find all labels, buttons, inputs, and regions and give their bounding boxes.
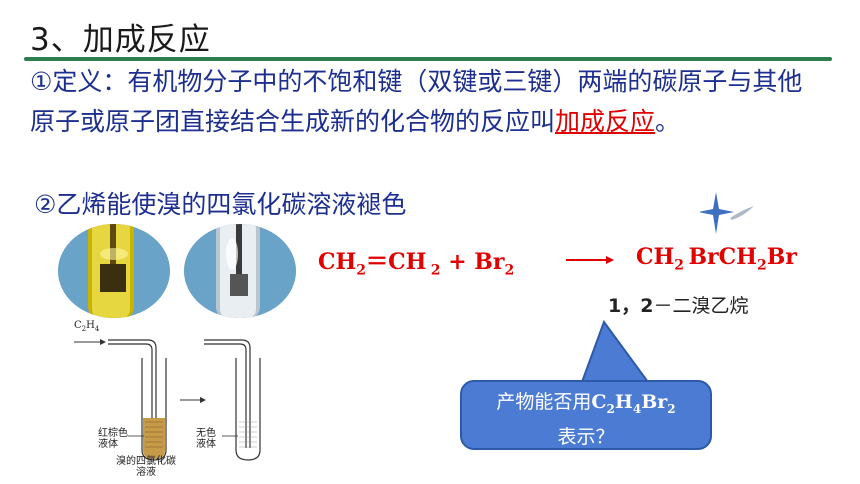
reactant-br2-base: Br: [474, 249, 505, 275]
reactant-ch2-b-base: CH: [388, 249, 427, 275]
reaction-arrow-icon: [566, 256, 614, 264]
product-part-3: Br: [766, 244, 797, 270]
product-name-rest: －二溴乙烷: [653, 295, 749, 317]
subpoint-text: ②乙烯能使溴的四氯化碳溶液褪色: [34, 190, 407, 219]
left-liquid-label: 红棕色液体: [98, 428, 128, 450]
gas-label-h-sub: 4: [94, 325, 100, 333]
left-label-line-2: 液体: [98, 439, 118, 450]
right-label-line-2: 液体: [196, 439, 216, 450]
reactant-ch2-b: CH 2: [388, 249, 441, 279]
gas-label-c: C: [74, 320, 82, 331]
sparkle-icon: [700, 192, 754, 234]
question-line-1: 产物能否用C2H4Br2: [462, 388, 710, 423]
product-part-1: CH: [636, 244, 675, 270]
product-name: 1，2－二溴乙烷: [608, 291, 748, 318]
double-bond: ＝: [366, 249, 389, 275]
right-label-line-1: 无色: [196, 428, 216, 439]
reactant-ch2-a-base: CH: [318, 249, 357, 275]
slide-title: 3、加成反应: [30, 22, 211, 58]
question-bubble: 产物能否用C2H4Br2 表示？: [460, 380, 712, 450]
reaction-product: CH2 BrCH2Br: [636, 244, 797, 273]
question-formula: C2H4Br2: [591, 391, 676, 416]
product-name-number: 1，2: [608, 295, 654, 317]
bubble-tail: [580, 320, 650, 383]
definition-highlight: 加成反应: [555, 107, 656, 136]
formula-br: Br: [641, 391, 668, 413]
question-prefix: 产物能否用: [496, 391, 592, 413]
gas-label-c-sub: 2: [81, 325, 87, 333]
title-underline: [24, 57, 832, 61]
reactant-br2-sub: 2: [504, 262, 515, 279]
reactant-br2: Br2: [474, 249, 515, 279]
reactant-ch2-a-sub: 2: [356, 262, 367, 279]
plus-sign: +: [448, 249, 467, 275]
definition-paragraph: ①定义：有机物分子中的不饱和键（双键或三键）两端的碳原子与其他原子或原子团直接结…: [30, 62, 820, 142]
yellow-solution-photo: [58, 224, 170, 318]
bottom-label-line-2: 溶液: [136, 467, 156, 478]
formula-c: C: [591, 391, 607, 413]
apparatus-diagram: [74, 339, 261, 461]
reactant-ch2-b-sub: 2: [430, 262, 441, 279]
gas-label: C2H4: [74, 320, 99, 333]
formula-br-sub: 2: [667, 401, 676, 416]
formula-h: H: [614, 391, 633, 413]
reactant-ch2-a: CH2: [318, 249, 367, 279]
bottom-label-line-1: 溴的四氯化碳: [116, 456, 176, 467]
question-line-2: 表示？: [557, 425, 615, 448]
left-label-line-1: 红棕色: [98, 428, 128, 439]
product-part-2: BrCH: [688, 244, 757, 270]
gas-label-h: H: [86, 320, 95, 331]
clear-solution-photo: [184, 224, 296, 318]
formula-h-sub: 4: [632, 401, 642, 416]
right-liquid-label: 无色液体: [196, 428, 216, 450]
definition-end: 。: [655, 107, 681, 136]
definition-text: ①定义：有机物分子中的不饱和键（双键或三键）两端的碳原子与其他原子或原子团直接结…: [30, 67, 803, 136]
bottom-liquid-label: 溴的四氯化碳溶液: [116, 456, 176, 478]
reaction-equation: CH2＝CH 2 + Br2: [318, 244, 514, 278]
product-part-2-sub: 2: [756, 257, 767, 274]
product-part-1-sub: 2: [674, 257, 685, 274]
formula-c-sub: 2: [606, 401, 615, 416]
